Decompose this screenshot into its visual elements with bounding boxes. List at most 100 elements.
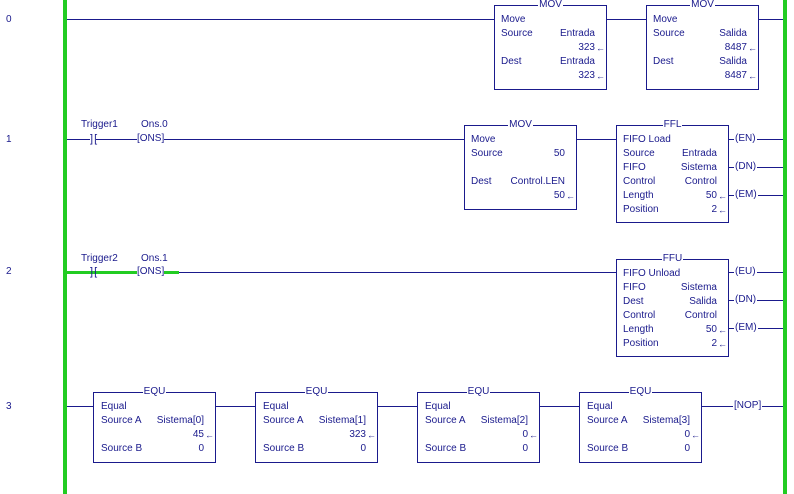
fifo-tag[interactable]: Sistema bbox=[680, 282, 717, 293]
instruction-mnemonic: FFL bbox=[662, 119, 683, 130]
source-label: Source bbox=[623, 148, 655, 159]
length-value[interactable]: 50 bbox=[705, 324, 717, 335]
ffl-instruction[interactable]: FFL FIFO Load Source Entrada FIFO Sistem… bbox=[616, 119, 729, 223]
source-b-value[interactable]: 0 bbox=[198, 443, 204, 454]
dest-tag[interactable]: Control.LEN bbox=[510, 176, 565, 187]
xic-contact-icon[interactable]: ] [ bbox=[90, 133, 97, 145]
value-arrow-icon: ← bbox=[748, 71, 757, 81]
em-output-pin[interactable]: (EM) bbox=[734, 322, 758, 334]
source-value: 323 bbox=[578, 42, 595, 53]
equ-instruction-1[interactable]: EQU Equal Source A Sistema[0] 45 ← Sourc… bbox=[93, 386, 216, 463]
source-b-value[interactable]: 0 bbox=[522, 443, 528, 454]
xic-tag-label[interactable]: Trigger1 bbox=[81, 119, 118, 130]
rung-3-wire bbox=[539, 406, 579, 407]
source-b-value[interactable]: 0 bbox=[684, 443, 690, 454]
dest-label: Dest bbox=[653, 56, 674, 67]
dest-value: 50 bbox=[553, 190, 565, 201]
rung-2-energized-wire bbox=[67, 271, 179, 274]
instruction-mnemonic: FFU bbox=[661, 253, 684, 264]
nop-instruction[interactable]: [NOP] bbox=[733, 400, 763, 412]
rung-3-wire bbox=[377, 406, 417, 407]
position-label: Position bbox=[623, 338, 659, 349]
source-value[interactable]: 50 bbox=[553, 148, 565, 159]
rung-3-wire bbox=[67, 406, 93, 407]
length-label: Length bbox=[623, 190, 654, 201]
source-a-tag[interactable]: Sistema[3] bbox=[642, 415, 690, 426]
rung-3-wire bbox=[215, 406, 255, 407]
source-a-tag[interactable]: Sistema[2] bbox=[480, 415, 528, 426]
ffu-instruction[interactable]: FFU FIFO Unload FIFO Sistema Dest Salida… bbox=[616, 253, 729, 357]
value-arrow-icon: ← bbox=[691, 430, 700, 440]
xic-contact-energized-icon[interactable]: ] [ bbox=[90, 266, 97, 278]
xic-tag-label[interactable]: Trigger2 bbox=[81, 253, 118, 264]
rung-number-2[interactable]: 2 bbox=[6, 266, 12, 277]
rung-2-wire bbox=[179, 272, 616, 273]
source-tag[interactable]: Salida bbox=[719, 28, 747, 39]
instruction-name: Move bbox=[471, 134, 496, 145]
left-power-rail bbox=[63, 0, 67, 494]
value-arrow-icon: ← bbox=[566, 191, 575, 201]
instruction-name: Equal bbox=[587, 401, 613, 412]
rung-number-1[interactable]: 1 bbox=[6, 134, 12, 145]
control-tag[interactable]: Control bbox=[684, 310, 717, 321]
dest-tag[interactable]: Salida bbox=[719, 56, 747, 67]
ons-tag-label[interactable]: Ons.1 bbox=[141, 253, 168, 264]
fifo-label: FIFO bbox=[623, 282, 646, 293]
dn-output-pin[interactable]: (DN) bbox=[734, 161, 758, 173]
source-a-value: 0 bbox=[684, 429, 690, 440]
ons-instruction[interactable]: [ONS] bbox=[137, 133, 165, 145]
mov-instruction-1[interactable]: MOV Move Source Entrada 323 ← Dest Entra… bbox=[494, 0, 607, 90]
dest-label: Dest bbox=[471, 176, 492, 187]
control-tag[interactable]: Control bbox=[684, 176, 717, 187]
ons-label: ONS bbox=[139, 266, 162, 277]
source-value: 8487 bbox=[724, 42, 747, 53]
instruction-mnemonic: MOV bbox=[538, 0, 563, 10]
source-b-label: Source B bbox=[101, 443, 143, 454]
equ-instruction-2[interactable]: EQU Equal Source A Sistema[1] 323 ← Sour… bbox=[255, 386, 378, 463]
rung-number-0[interactable]: 0 bbox=[6, 14, 12, 25]
length-label: Length bbox=[623, 324, 654, 335]
source-a-tag[interactable]: Sistema[1] bbox=[318, 415, 366, 426]
instruction-mnemonic: EQU bbox=[466, 386, 491, 397]
source-a-value: 0 bbox=[522, 429, 528, 440]
dest-tag[interactable]: Salida bbox=[689, 296, 717, 307]
instruction-mnemonic: MOV bbox=[690, 0, 715, 10]
dn-output-pin[interactable]: (DN) bbox=[734, 294, 758, 306]
length-value[interactable]: 50 bbox=[705, 190, 717, 201]
value-arrow-icon: ← bbox=[205, 430, 214, 440]
source-label: Source bbox=[471, 148, 503, 159]
source-label: Source bbox=[653, 28, 685, 39]
dest-tag[interactable]: Entrada bbox=[559, 56, 595, 67]
source-tag[interactable]: Entrada bbox=[681, 148, 717, 159]
value-arrow-icon: ← bbox=[596, 71, 605, 81]
value-arrow-icon: ← bbox=[718, 191, 727, 201]
ons-tag-label[interactable]: Ons.0 bbox=[141, 119, 168, 130]
value-arrow-icon: ← bbox=[718, 325, 727, 335]
instruction-name: FIFO Unload bbox=[623, 268, 681, 279]
mov-instruction-3[interactable]: MOV Move Source 50 Dest Control.LEN 50 ← bbox=[464, 119, 577, 210]
equ-instruction-4[interactable]: EQU Equal Source A Sistema[3] 0 ← Source… bbox=[579, 386, 702, 463]
instruction-mnemonic: EQU bbox=[628, 386, 653, 397]
instruction-mnemonic: MOV bbox=[508, 119, 533, 130]
fifo-tag[interactable]: Sistema bbox=[680, 162, 717, 173]
ons-instruction[interactable]: [ONS] bbox=[137, 266, 165, 278]
eu-output-pin[interactable]: (EU) bbox=[734, 266, 757, 278]
position-value[interactable]: 2 bbox=[711, 338, 717, 349]
value-arrow-icon: ← bbox=[718, 339, 727, 349]
source-b-value[interactable]: 0 bbox=[360, 443, 366, 454]
source-a-tag[interactable]: Sistema[0] bbox=[156, 415, 204, 426]
source-b-label: Source B bbox=[425, 443, 467, 454]
equ-instruction-3[interactable]: EQU Equal Source A Sistema[2] 0 ← Source… bbox=[417, 386, 540, 463]
mov-instruction-2[interactable]: MOV Move Source Salida 8487 ← Dest Salid… bbox=[646, 0, 759, 90]
rung-number-3[interactable]: 3 bbox=[6, 401, 12, 412]
dest-value: 323 bbox=[578, 70, 595, 81]
source-tag[interactable]: Entrada bbox=[559, 28, 595, 39]
position-label: Position bbox=[623, 204, 659, 215]
en-output-pin[interactable]: (EN) bbox=[734, 133, 757, 145]
instruction-name: Move bbox=[501, 14, 526, 25]
rung-0-wire bbox=[606, 19, 646, 20]
value-arrow-icon: ← bbox=[748, 43, 757, 53]
right-power-rail bbox=[783, 0, 787, 494]
position-value[interactable]: 2 bbox=[711, 204, 717, 215]
em-output-pin[interactable]: (EM) bbox=[734, 189, 758, 201]
